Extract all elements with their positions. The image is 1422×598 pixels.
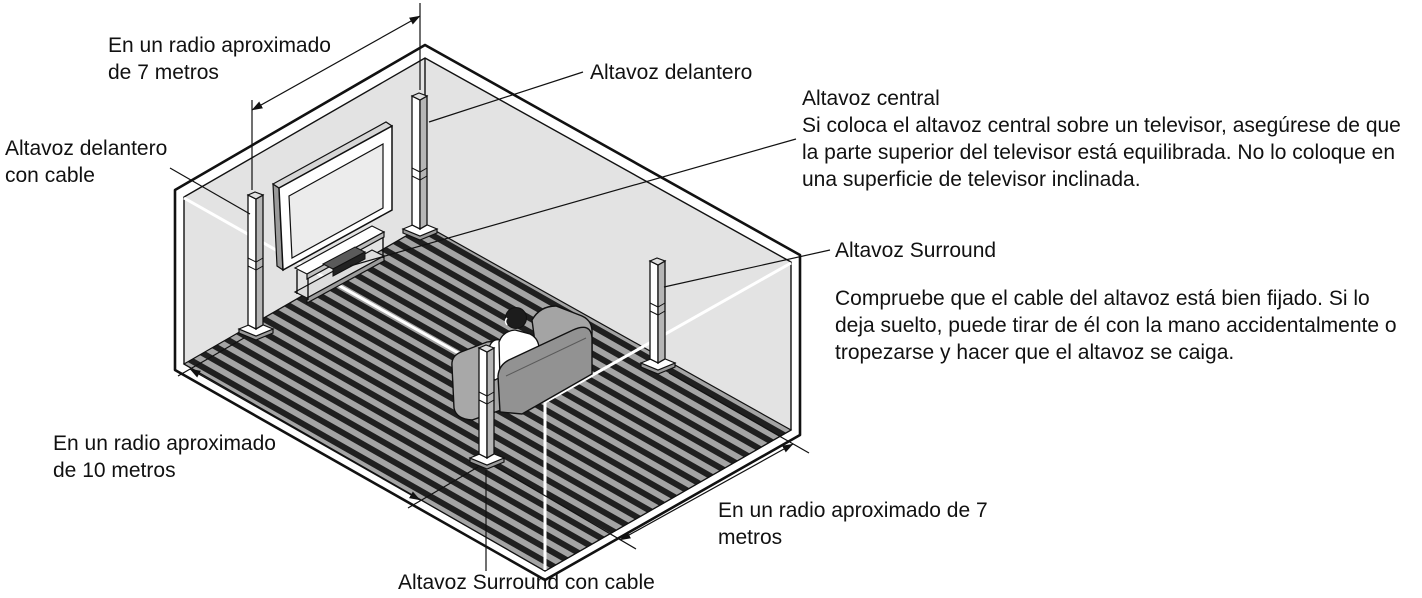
center-speaker-leader xyxy=(349,138,797,267)
sofa-back xyxy=(497,326,593,415)
wired-front-speaker xyxy=(237,191,275,341)
center-speaker-note-line: Si coloca el altavoz central sobre un te… xyxy=(802,114,1401,137)
front-speaker xyxy=(401,92,439,241)
top-distance-line: de 7 metros xyxy=(108,61,219,84)
front-distance-line: metros xyxy=(718,526,783,549)
center-speaker-note-line: la parte superior del televisor está equ… xyxy=(802,141,1396,164)
wired-front-speaker-leader xyxy=(169,167,251,215)
television xyxy=(271,121,394,272)
wired-surround-speaker-text: Altavoz Surround con cable xyxy=(398,571,655,594)
dimension-arrow xyxy=(251,15,421,111)
extension-line xyxy=(177,337,245,377)
wired-surround-speaker-label: Altavoz Surround con cable xyxy=(398,571,655,595)
side-distance-line: de 10 metros xyxy=(53,459,176,482)
dimension-top xyxy=(251,3,421,190)
wired-surround-speaker xyxy=(468,344,506,470)
surround-note-line: tropezarse y hacer que el altavoz se cai… xyxy=(835,341,1235,364)
wired-front-speaker-label: Altavoz delantero con cable xyxy=(5,135,167,189)
center-speaker xyxy=(321,246,367,277)
side-distance-line: En un radio aproximado xyxy=(53,432,276,455)
wired-front-speaker-line: Altavoz delantero xyxy=(5,137,168,160)
surround-note-line: deja suelto, puede tirar de él con la ma… xyxy=(835,314,1397,337)
speaker-seam xyxy=(478,399,495,405)
surround-speaker xyxy=(639,257,677,375)
dimension-arrow xyxy=(619,443,794,541)
speaker-front-face xyxy=(247,193,257,331)
surround-note: Compruebe que el cable del altavoz está … xyxy=(835,285,1397,366)
speaker-seam xyxy=(478,391,495,397)
room xyxy=(173,43,802,582)
wired-front-speaker-line: con cable xyxy=(5,164,95,187)
front-distance-label: En un radio aproximado de 7 metros xyxy=(718,497,988,551)
dimension-arrow xyxy=(189,368,421,501)
sofa-backrest xyxy=(497,326,593,415)
speaker-front-face xyxy=(411,94,421,231)
surround-speaker-label: Altavoz Surround xyxy=(835,237,996,264)
speaker-seam xyxy=(247,257,264,263)
surround-speaker-leader xyxy=(663,249,831,288)
speaker-seam xyxy=(649,302,666,308)
dimension-side xyxy=(177,337,479,509)
surround-note-line: Compruebe que el cable del altavoz está … xyxy=(835,287,1370,310)
front-distance-line: En un radio aproximado de 7 xyxy=(718,499,988,522)
front-speaker-text: Altavoz delantero xyxy=(590,61,753,84)
top-distance-label: En un radio aproximado de 7 metros xyxy=(108,32,331,86)
speaker-seam xyxy=(411,167,428,173)
speaker-top xyxy=(648,257,667,266)
extension-line xyxy=(495,466,637,550)
leader-lines xyxy=(169,71,831,571)
speaker-seam xyxy=(411,175,428,181)
speaker-top xyxy=(246,191,265,200)
center-speaker-title: Altavoz central xyxy=(802,87,940,110)
center-speaker-label: Altavoz central Si coloca el altavoz cen… xyxy=(802,85,1401,193)
speaker-side-face xyxy=(419,94,428,231)
center-speaker-note-line: una superficie de televisor inclinada. xyxy=(802,168,1141,191)
speaker-side-face xyxy=(255,193,264,331)
tv-stand-lower-shelf-edge xyxy=(306,254,385,305)
extension-line xyxy=(668,372,810,454)
surround-speaker-text: Altavoz Surround xyxy=(835,239,997,262)
tv-screen xyxy=(288,142,384,259)
front-speaker-leader xyxy=(428,71,584,123)
speaker-seam xyxy=(247,265,264,271)
front-speaker-label: Altavoz delantero xyxy=(590,59,752,86)
extension-line xyxy=(407,466,479,509)
dimension-front xyxy=(495,372,810,550)
sofa-backrest-seam xyxy=(505,337,587,377)
speaker-seam xyxy=(649,310,666,316)
listener-ear xyxy=(504,317,508,326)
listener-head xyxy=(505,307,527,329)
speaker-top xyxy=(477,344,496,353)
side-distance-label: En un radio aproximado de 10 metros xyxy=(53,430,276,484)
top-distance-line: En un radio aproximado xyxy=(108,34,331,57)
center-speaker-front xyxy=(332,251,366,277)
